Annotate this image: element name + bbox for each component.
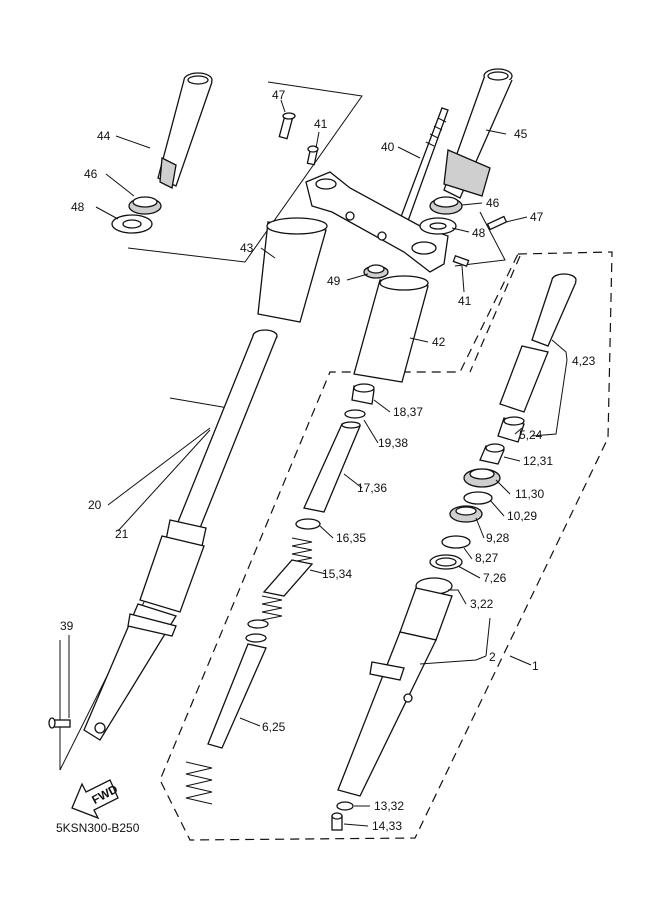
- tubes: [257, 217, 429, 383]
- callout-2: 2: [489, 650, 496, 664]
- bolt-47-right: [486, 215, 508, 231]
- diagram-code: 5KSN300-B250: [56, 821, 140, 835]
- left-fork-tube-20-21: [83, 329, 278, 741]
- callout-18-37: 18,37: [393, 405, 423, 419]
- callout-47-right: 47: [530, 210, 544, 224]
- right-fork-parts: [331, 273, 577, 831]
- callout-6-25: 6,25: [262, 720, 286, 734]
- callout-10-29: 10,29: [507, 509, 537, 523]
- callout-4-23: 4,23: [572, 354, 596, 368]
- under-bracket: [305, 171, 449, 273]
- upper-right-parts: [305, 68, 513, 279]
- callout-44: 44: [97, 129, 111, 143]
- washer-48-right: [419, 217, 457, 235]
- callout-14-33: 14,33: [372, 819, 402, 833]
- damper-rod-6: [185, 619, 269, 805]
- callout-9-28: 9,28: [486, 531, 510, 545]
- bushing-7: [429, 554, 463, 570]
- callout-11-30: 11,30: [515, 487, 544, 501]
- middle-internals: [185, 383, 375, 805]
- upper-left-frame: [127, 81, 363, 263]
- washer-8: [441, 535, 471, 549]
- callout-7-26: 7,26: [483, 571, 507, 585]
- fwd-arrow-icon: FWD: [71, 779, 120, 820]
- callout-15-34: 15,34: [322, 567, 352, 581]
- callout-40: 40: [381, 140, 395, 154]
- callout-49: 49: [327, 274, 341, 288]
- callout-19-38: 19,38: [378, 436, 408, 450]
- bushing-12: [479, 443, 505, 465]
- callout-41-right: 41: [458, 294, 472, 308]
- tube-4: [499, 273, 577, 413]
- washer-16: [295, 518, 321, 530]
- callout-17-36: 17,36: [357, 481, 387, 495]
- callout-42: 42: [432, 335, 446, 349]
- callout-48-right: 48: [472, 226, 486, 240]
- callout-8-27: 8,27: [475, 551, 499, 565]
- fork-assembly-dashed-outline: [159, 251, 613, 841]
- washer-48-left: [111, 214, 153, 234]
- callout-1: 1: [532, 659, 539, 673]
- fork-cover-44: [157, 72, 213, 189]
- leader-lines: [68, 99, 568, 827]
- inner-tube-42: [353, 275, 429, 383]
- clip-10: [463, 491, 493, 505]
- bolt-41-right: [452, 254, 470, 268]
- seal-9: [449, 505, 483, 523]
- bolt-39: [48, 717, 71, 729]
- seal-11: [463, 468, 501, 488]
- fork-cover-45: [443, 68, 513, 199]
- callout-labels: 44 46 48 47 41 40 45 46 47 48 43 49 41 4…: [60, 88, 596, 833]
- spacer-17: [303, 421, 361, 513]
- bolt-14: [331, 812, 343, 831]
- nut-46-right: [429, 196, 463, 215]
- callout-48-left: 48: [71, 200, 85, 214]
- inner-tube-43: [257, 217, 328, 323]
- callout-20: 20: [88, 498, 102, 512]
- callout-43: 43: [240, 241, 254, 255]
- nut-46-left: [128, 196, 162, 215]
- bolt-41-left: [306, 145, 319, 166]
- washer-13: [336, 801, 354, 811]
- callout-3-22: 3,22: [470, 597, 494, 611]
- outer-tube-3: [337, 577, 453, 797]
- callout-16-35: 16,35: [336, 531, 366, 545]
- callout-46-left: 46: [84, 167, 98, 181]
- callout-21: 21: [115, 527, 129, 541]
- upper-right-frame: [454, 211, 506, 267]
- callout-45: 45: [514, 127, 528, 141]
- oring-19: [344, 409, 366, 419]
- callout-13-32: 13,32: [374, 799, 404, 813]
- callout-5-24: 5,24: [519, 428, 543, 442]
- bolt-47-left: [278, 112, 296, 140]
- cap-bolt-18: [351, 383, 375, 405]
- callout-39: 39: [60, 619, 74, 633]
- seal-49: [363, 264, 389, 279]
- spring-15: [261, 537, 314, 621]
- callout-12-31: 12,31: [523, 454, 553, 468]
- callout-47-left: 47: [272, 88, 286, 102]
- bushing-5: [497, 416, 525, 443]
- upper-left-parts: [111, 72, 319, 234]
- callout-46-right: 46: [486, 196, 500, 210]
- callout-41-left: 41: [314, 117, 328, 131]
